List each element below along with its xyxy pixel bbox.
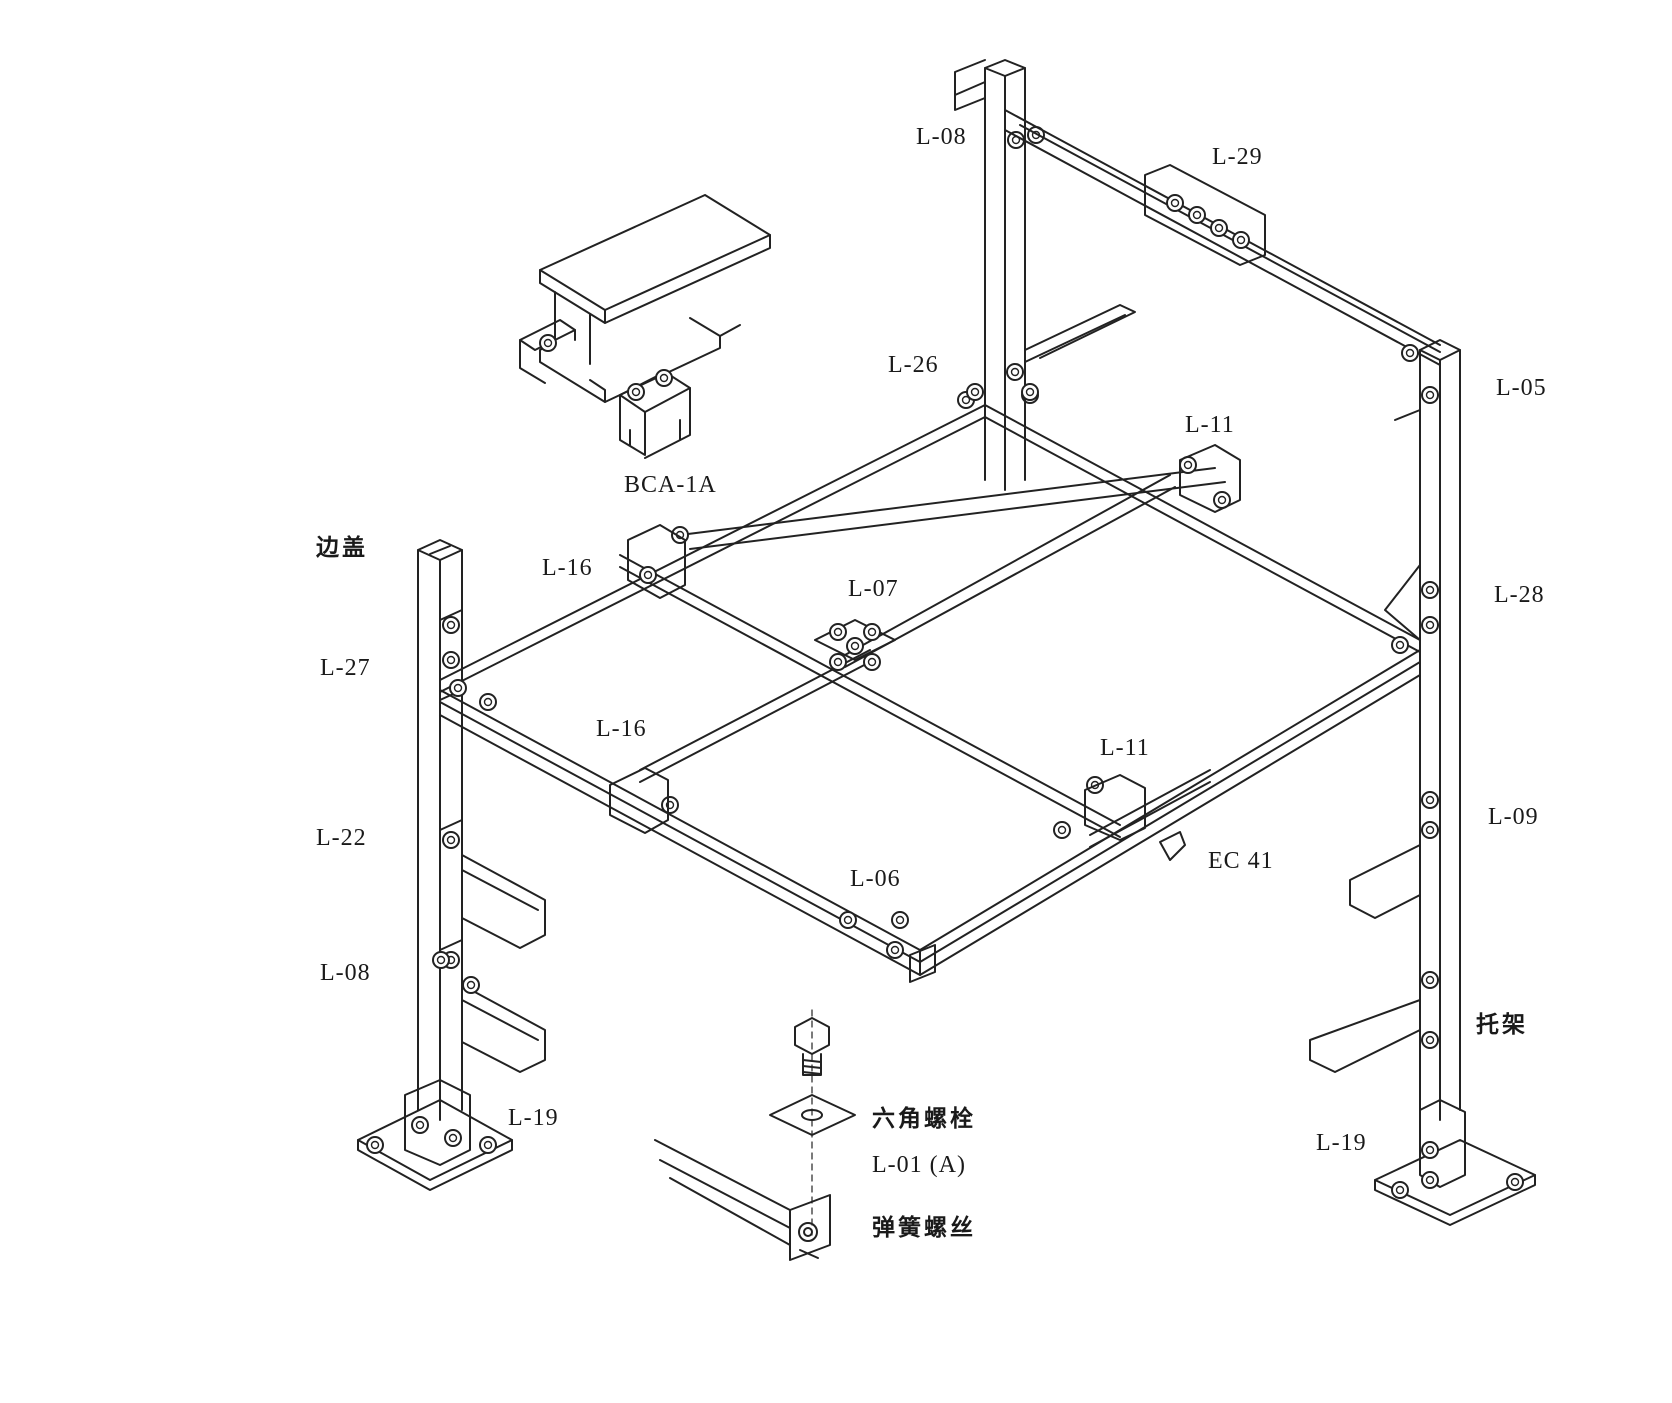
label-bian-gai: 边盖 xyxy=(316,535,368,561)
beam-clamp-detail xyxy=(519,194,771,459)
label-l29: L-29 xyxy=(1212,144,1263,170)
label-tuo-jia: 托架 xyxy=(1476,1012,1528,1038)
label-l06: L-06 xyxy=(850,866,901,892)
label-l01a: L-01 (A) xyxy=(872,1152,966,1178)
top-beam xyxy=(1004,109,1441,366)
label-l11-top: L-11 xyxy=(1185,412,1235,438)
horizontal-frame xyxy=(439,386,1421,983)
label-l16-top: L-16 xyxy=(542,555,593,581)
label-l26: L-26 xyxy=(888,352,939,378)
fastener-detail xyxy=(654,1009,856,1261)
label-l19-left: L-19 xyxy=(508,1105,559,1131)
label-l08-left: L-08 xyxy=(320,960,371,986)
label-l16-mid: L-16 xyxy=(596,716,647,742)
label-l27: L-27 xyxy=(320,655,371,681)
label-l22: L-22 xyxy=(316,825,367,851)
label-l09: L-09 xyxy=(1488,804,1539,830)
label-l19-right: L-19 xyxy=(1316,1130,1367,1156)
right-post xyxy=(1309,339,1536,1226)
label-hex-bolt: 六角螺栓 xyxy=(872,1106,976,1132)
back-centre-post xyxy=(954,59,1136,491)
label-l11-mid: L-11 xyxy=(1100,735,1150,761)
label-l08-top: L-08 xyxy=(916,124,967,150)
label-ec41: EC 41 xyxy=(1208,848,1274,874)
left-post xyxy=(357,539,546,1191)
label-bca-1a: BCA-1A xyxy=(624,472,717,498)
label-l05: L-05 xyxy=(1496,375,1547,401)
label-l28: L-28 xyxy=(1494,582,1545,608)
label-spring-nut: 弹簧螺丝 xyxy=(872,1215,976,1241)
label-l07: L-07 xyxy=(848,576,899,602)
